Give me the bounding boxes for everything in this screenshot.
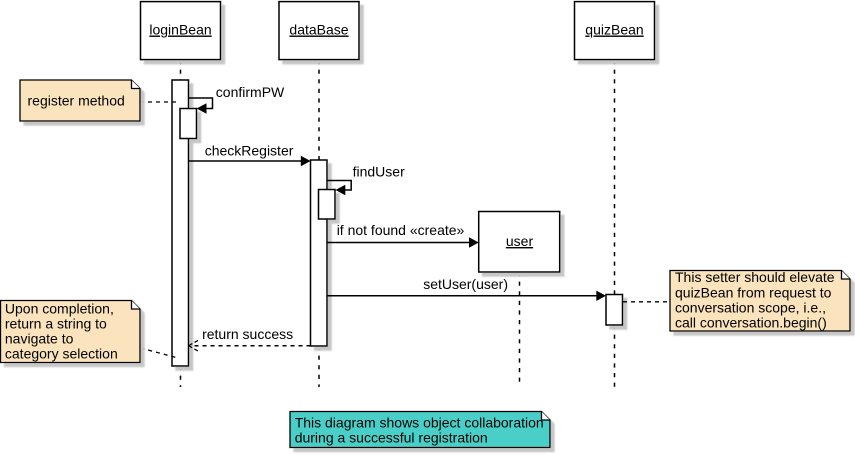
svg-text:Upon completion,: Upon completion, — [5, 300, 114, 316]
svg-text:quizBean from request to: quizBean from request to — [675, 284, 832, 300]
svg-text:during a successful registrati: during a successful registration — [295, 430, 488, 446]
svg-text:user: user — [506, 233, 534, 249]
svg-text:This diagram shows object coll: This diagram shows object collaboration — [295, 414, 544, 430]
svg-text:if not found «create»: if not found «create» — [337, 222, 465, 238]
svg-text:conversation scope, i.e.,: conversation scope, i.e., — [675, 299, 826, 315]
svg-text:checkRegister: checkRegister — [205, 142, 294, 158]
svg-text:return a string to: return a string to — [5, 316, 107, 332]
svg-text:setUser(user): setUser(user) — [423, 276, 508, 292]
svg-text:This setter should elevate: This setter should elevate — [675, 269, 835, 285]
svg-text:quizBean: quizBean — [585, 22, 643, 38]
svg-text:dataBase: dataBase — [289, 22, 348, 38]
svg-text:category selection: category selection — [5, 346, 118, 362]
svg-text:call conversation.begin(): call conversation.begin() — [675, 315, 827, 331]
svg-text:navigate to: navigate to — [5, 331, 74, 347]
svg-text:register method: register method — [28, 93, 125, 109]
svg-text:findUser: findUser — [353, 164, 405, 180]
svg-text:confirmPW: confirmPW — [216, 84, 285, 100]
svg-text:return success: return success — [202, 326, 293, 342]
svg-text:loginBean: loginBean — [149, 22, 211, 38]
